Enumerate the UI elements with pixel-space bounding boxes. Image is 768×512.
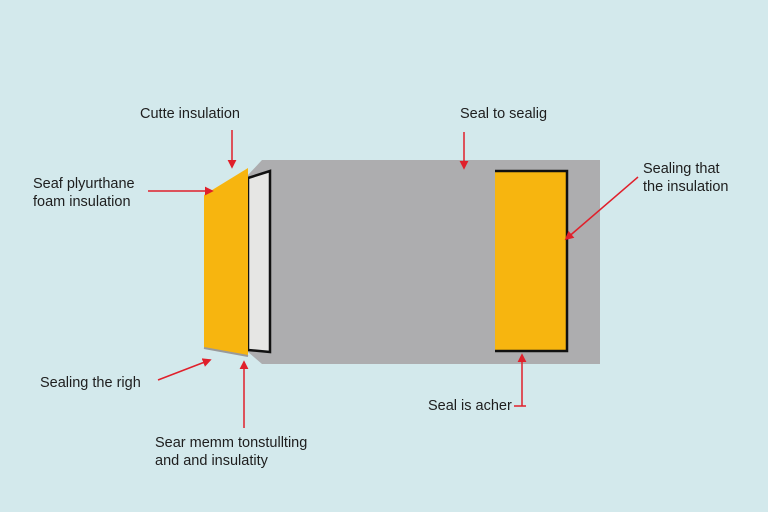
- label-sear-memm: Sear memm tonstullting and and insulatit…: [155, 435, 308, 469]
- inner-panel: [246, 169, 272, 354]
- label-seal-to-sealig: Seal to sealig: [460, 106, 548, 122]
- label-sealing-that: Sealing that the insulation: [643, 161, 729, 195]
- right-insulation-panel: [495, 171, 567, 351]
- arrow-sealing-that: [564, 176, 639, 241]
- left-insulation-sheet: [204, 168, 248, 356]
- right-panel-outline: [495, 169, 569, 353]
- left-sheet-edge: [203, 347, 249, 357]
- label-cutte-insulation: Cutte insulation: [140, 106, 240, 122]
- arrow-sealing-the-righ: [157, 358, 212, 381]
- label-sealing-the-righ: Sealing the righ: [40, 375, 141, 391]
- label-seal-is-acher: Seal is acher: [428, 398, 512, 414]
- label-seaf-plyurthane: Seaf plyurthane foam insulation: [33, 176, 135, 210]
